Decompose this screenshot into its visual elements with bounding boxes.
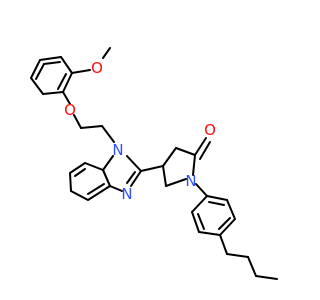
bond <box>255 275 278 280</box>
bond <box>247 256 257 277</box>
bond <box>74 168 86 177</box>
bond <box>101 125 115 143</box>
atom-label-benzimidazole-n3: N <box>121 185 132 203</box>
bond <box>43 61 61 65</box>
bond <box>70 190 89 201</box>
bond <box>208 201 225 206</box>
atom-label-benzimidazole-n1: N <box>112 141 123 159</box>
bond <box>62 72 73 93</box>
background <box>0 0 300 300</box>
bond <box>42 91 64 95</box>
bond <box>87 185 111 201</box>
bond <box>80 125 103 129</box>
bond <box>102 155 114 171</box>
bond <box>109 185 123 192</box>
bond <box>60 56 73 74</box>
bond <box>199 141 211 160</box>
bond <box>162 165 167 187</box>
bond <box>62 91 71 105</box>
bond <box>226 199 236 220</box>
atom-label-pyrrolidinone-nitrogen: N <box>185 172 196 190</box>
bond <box>219 218 236 236</box>
bond <box>39 56 62 61</box>
bond <box>206 195 228 201</box>
bond <box>73 114 82 129</box>
bond <box>197 213 205 230</box>
bond-lines <box>30 47 278 280</box>
bond <box>130 170 142 187</box>
bond <box>126 155 142 172</box>
atom-label-carbonyl-oxygen: O <box>204 121 216 139</box>
bond <box>57 73 67 90</box>
bond <box>69 172 72 192</box>
bond <box>198 231 221 236</box>
molecule-diagram: O O N N O N <box>0 0 300 300</box>
bond <box>35 63 45 80</box>
bond <box>192 154 196 176</box>
atom-label-ether-oxygen: O <box>64 101 76 119</box>
bond <box>84 162 104 171</box>
bond <box>194 137 207 156</box>
bond <box>126 171 136 184</box>
bond <box>191 211 200 233</box>
bond <box>165 178 187 187</box>
bond <box>162 147 177 167</box>
atom-label-methoxy-oxygen: O <box>91 59 103 77</box>
bond <box>69 162 86 174</box>
bond <box>195 183 208 197</box>
bond <box>30 59 41 79</box>
atom-labels: O O N N O N <box>64 59 216 203</box>
bond <box>218 217 231 230</box>
bond <box>71 69 91 74</box>
bond <box>219 234 228 255</box>
bond <box>87 183 105 195</box>
bond <box>102 47 111 59</box>
bond <box>191 195 208 213</box>
bond <box>226 253 249 258</box>
bond <box>140 165 164 172</box>
bond <box>102 169 111 187</box>
bond <box>175 147 196 156</box>
bond <box>30 77 44 95</box>
